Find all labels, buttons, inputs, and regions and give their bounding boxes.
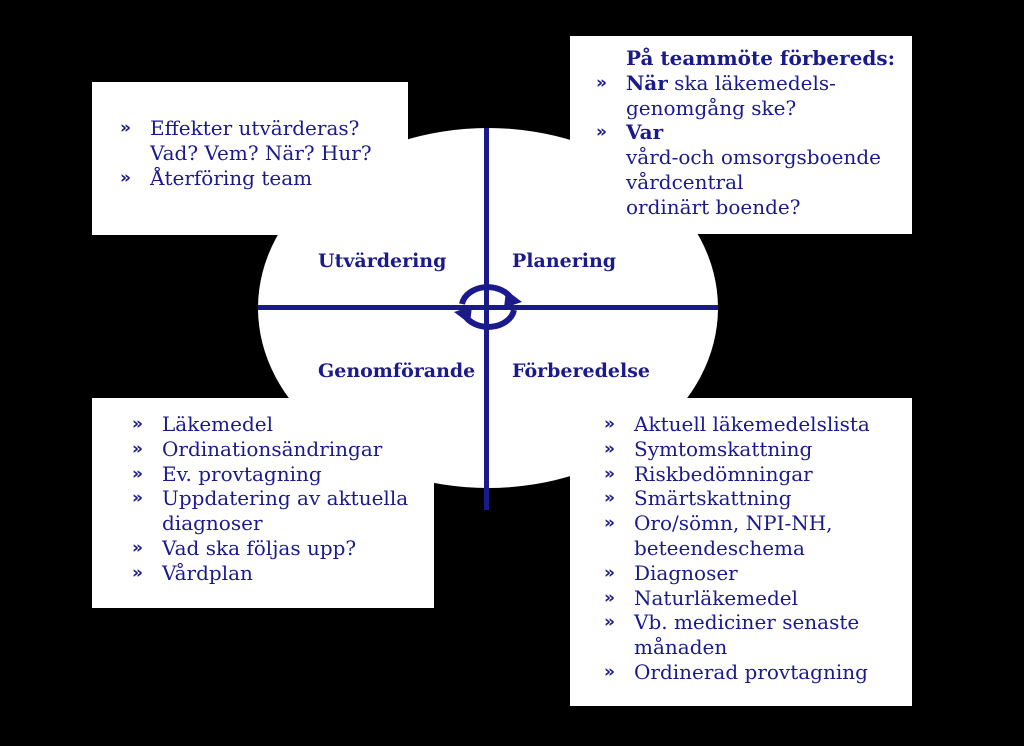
list-item: » Ev. provtagning bbox=[132, 462, 428, 487]
double-chevron-icon: » bbox=[120, 118, 131, 138]
list-item-text: Ordinationsändringar bbox=[162, 436, 383, 461]
planning-heading: På teammöte förbereds: bbox=[626, 46, 896, 70]
list-item-text: Vårdplan bbox=[162, 560, 253, 585]
vertical-axis bbox=[484, 128, 489, 510]
list-item-text: genomgång ske? bbox=[626, 95, 797, 120]
list-item: » Symtomskattning bbox=[604, 437, 906, 462]
list-item-text: beteendeschema bbox=[634, 535, 805, 560]
list-item-text: Riskbedömningar bbox=[634, 461, 813, 486]
double-chevron-icon: » bbox=[596, 122, 607, 143]
preparation-box: » Aktuell läkemedelslista » Symtomskattn… bbox=[570, 398, 912, 706]
double-chevron-icon: » bbox=[120, 167, 131, 188]
list-item: » Oro/sömn, NPI-NH, beteendeschema bbox=[604, 511, 906, 561]
list-item-text: månaden bbox=[634, 635, 728, 660]
list-item-text: Ordinerad provtagning bbox=[634, 659, 868, 684]
list-item: » Riskbedömningar bbox=[604, 462, 906, 487]
implementation-list: » Läkemedel » Ordinationsändringar » Ev.… bbox=[132, 412, 428, 586]
evaluation-box: » Effekter utvärderas? Vad? Vem? När? Hu… bbox=[92, 82, 408, 235]
double-chevron-icon: » bbox=[132, 562, 143, 583]
list-item: » Vad ska följas upp? bbox=[132, 536, 428, 561]
list-item-text: Vb. mediciner senaste bbox=[634, 610, 860, 635]
double-chevron-icon: » bbox=[604, 438, 615, 459]
list-item-text: Effekter utvärderas? bbox=[150, 116, 360, 140]
list-item-text: Symtomskattning bbox=[634, 436, 813, 461]
implementation-box: » Läkemedel » Ordinationsändringar » Ev.… bbox=[92, 398, 434, 608]
double-chevron-icon: » bbox=[132, 414, 143, 434]
list-item-text: Naturläkemedel bbox=[634, 585, 799, 610]
list-item-text: diagnoser bbox=[162, 511, 263, 536]
preparation-list: » Aktuell läkemedelslista » Symtomskattn… bbox=[604, 412, 906, 685]
double-chevron-icon: » bbox=[132, 463, 143, 484]
cycle-arrows-icon bbox=[454, 284, 522, 330]
list-item-text: Vad ska följas upp? bbox=[162, 535, 357, 560]
list-item-text: Uppdatering av aktuella bbox=[162, 486, 409, 511]
list-item: » Smärtskattning bbox=[604, 486, 906, 511]
double-chevron-icon: » bbox=[596, 72, 607, 93]
double-chevron-icon: » bbox=[132, 488, 143, 509]
double-chevron-icon: » bbox=[604, 414, 615, 434]
double-chevron-icon: » bbox=[604, 463, 615, 484]
list-item: » Naturläkemedel bbox=[604, 586, 906, 611]
double-chevron-icon: » bbox=[604, 562, 615, 583]
planning-list: » När ska läkemedels- genomgång ske? » V… bbox=[596, 71, 904, 220]
list-item-text: Oro/sömn, NPI-NH, bbox=[634, 511, 833, 536]
list-item: » Effekter utvärderas? Vad? Vem? När? Hu… bbox=[120, 116, 398, 166]
list-item: » Ordinationsändringar bbox=[132, 437, 428, 462]
planning-box: På teammöte förbereds: » När ska läkemed… bbox=[570, 36, 912, 234]
list-item: » Ordinerad provtagning bbox=[604, 660, 906, 685]
list-item-text: Aktuell läkemedelslista bbox=[634, 412, 870, 436]
list-item: » Var vård-och omsorgsboende vårdcentral… bbox=[596, 120, 904, 219]
quadrant-label-genomforande: Genomförande bbox=[318, 360, 476, 382]
double-chevron-icon: » bbox=[132, 438, 143, 459]
evaluation-list: » Effekter utvärderas? Vad? Vem? När? Hu… bbox=[120, 116, 398, 190]
list-item-text: Ev. provtagning bbox=[162, 461, 322, 486]
list-item: » Vb. mediciner senaste månaden bbox=[604, 610, 906, 660]
list-item: » När ska läkemedels- genomgång ske? bbox=[596, 71, 904, 121]
list-item-text: Var bbox=[626, 120, 664, 145]
list-item: » Aktuell läkemedelslista bbox=[604, 412, 906, 437]
list-item: » Läkemedel bbox=[132, 412, 428, 437]
list-item-text: ordinärt boende? bbox=[626, 194, 801, 219]
list-item: » Diagnoser bbox=[604, 561, 906, 586]
list-item-text: Smärtskattning bbox=[634, 486, 792, 511]
list-item-text: Återföring team bbox=[150, 165, 313, 190]
list-item-text: Läkemedel bbox=[162, 412, 273, 436]
double-chevron-icon: » bbox=[604, 513, 615, 534]
double-chevron-icon: » bbox=[604, 612, 615, 633]
list-item-text: När ska läkemedels- bbox=[626, 70, 836, 95]
list-item: » Uppdatering av aktuella diagnoser bbox=[132, 486, 428, 536]
horizontal-axis bbox=[258, 305, 718, 310]
list-item: » Återföring team bbox=[120, 166, 398, 191]
list-item-text: vårdcentral bbox=[626, 169, 744, 194]
list-item: » Vårdplan bbox=[132, 561, 428, 586]
double-chevron-icon: » bbox=[604, 587, 615, 608]
double-chevron-icon: » bbox=[132, 537, 143, 558]
double-chevron-icon: » bbox=[604, 661, 615, 682]
list-item-text: vård-och omsorgsboende bbox=[626, 145, 881, 170]
quadrant-label-forberedelse: Förberedelse bbox=[512, 360, 650, 382]
double-chevron-icon: » bbox=[604, 488, 615, 509]
list-item-text: Vad? Vem? När? Hur? bbox=[150, 140, 372, 165]
quadrant-label-utvardering: Utvärdering bbox=[318, 250, 447, 272]
list-item-text: Diagnoser bbox=[634, 560, 738, 585]
quadrant-label-planering: Planering bbox=[512, 250, 617, 272]
